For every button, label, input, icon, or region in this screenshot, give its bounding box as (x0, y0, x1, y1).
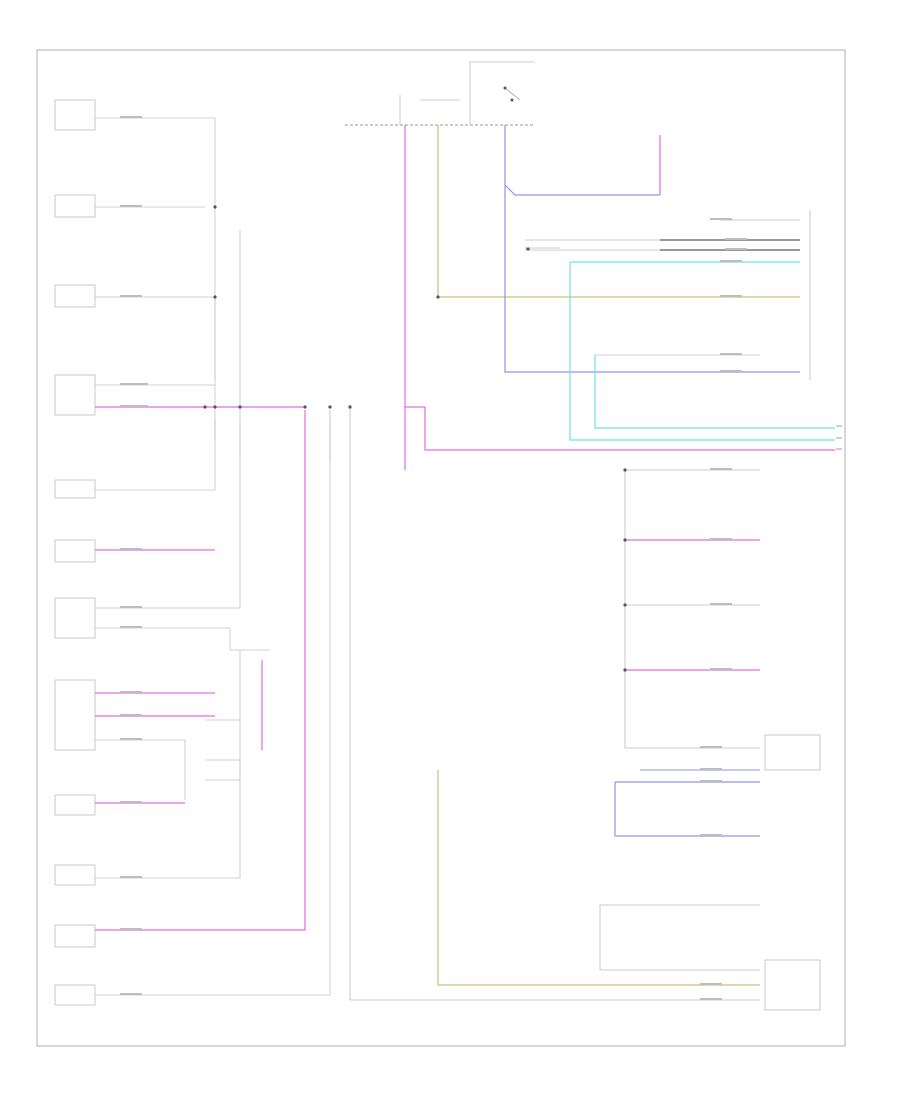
left-vertical-wires (214, 405, 760, 1001)
left-gray-wires (95, 117, 331, 996)
right-pink-wires (625, 539, 760, 671)
top-blue-wire (504, 125, 800, 837)
right-connector-pins (525, 210, 811, 380)
center-splice (203, 205, 352, 409)
cyan-wires (569, 261, 835, 441)
diagram-border (36, 49, 846, 1047)
top-junction-block (345, 61, 535, 126)
top-pink-wire (404, 125, 835, 470)
right-edge-ticks (836, 425, 842, 450)
wire-label-marks (120, 116, 747, 1000)
top-olive-wire (437, 125, 800, 986)
left-connector-boxes (54, 99, 96, 1006)
right-module-wires (599, 469, 821, 1011)
left-pink-wires (95, 406, 306, 931)
